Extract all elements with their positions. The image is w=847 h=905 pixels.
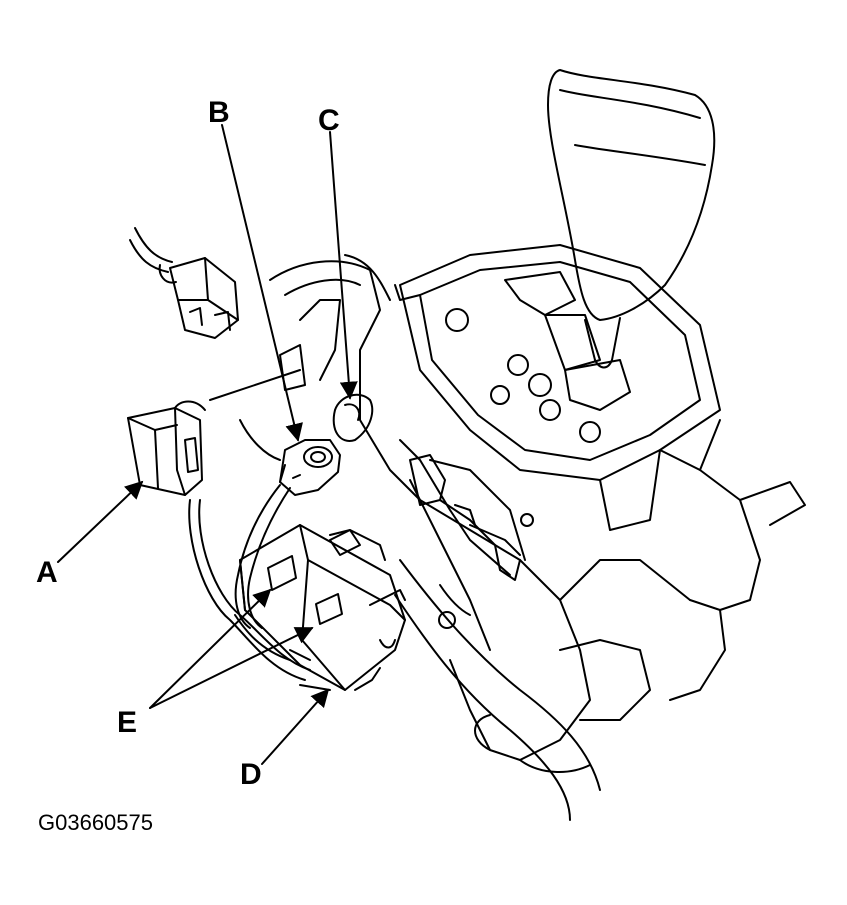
control-unit-d	[240, 525, 405, 690]
connector-a-body	[128, 402, 205, 496]
callout-label-e: E	[117, 706, 138, 739]
shifter-base-housing	[210, 255, 805, 772]
leader-line-e2	[150, 628, 314, 708]
leader-line-a	[58, 480, 144, 562]
wire-harness	[189, 485, 330, 690]
callout-leader-lines	[58, 125, 358, 764]
leader-line-e1	[150, 588, 272, 708]
figure-reference-number: G03660575	[38, 810, 153, 835]
harness-connector-upper	[130, 228, 238, 338]
callout-label-d: D	[240, 758, 262, 791]
shift-console	[395, 245, 720, 530]
leader-line-c	[330, 132, 358, 400]
callout-label-b: B	[208, 96, 230, 129]
shift-interlock-mechanism	[410, 455, 533, 580]
callout-label-a: A	[36, 556, 58, 589]
shift-position-sensor-b	[280, 440, 340, 495]
leader-line-d	[262, 688, 330, 764]
shift-cable-bracket	[330, 530, 600, 820]
shift-knob	[548, 70, 714, 368]
callout-label-c: C	[318, 104, 340, 137]
leader-line-b	[222, 125, 303, 442]
shift-lock-solenoid-c	[334, 395, 372, 441]
